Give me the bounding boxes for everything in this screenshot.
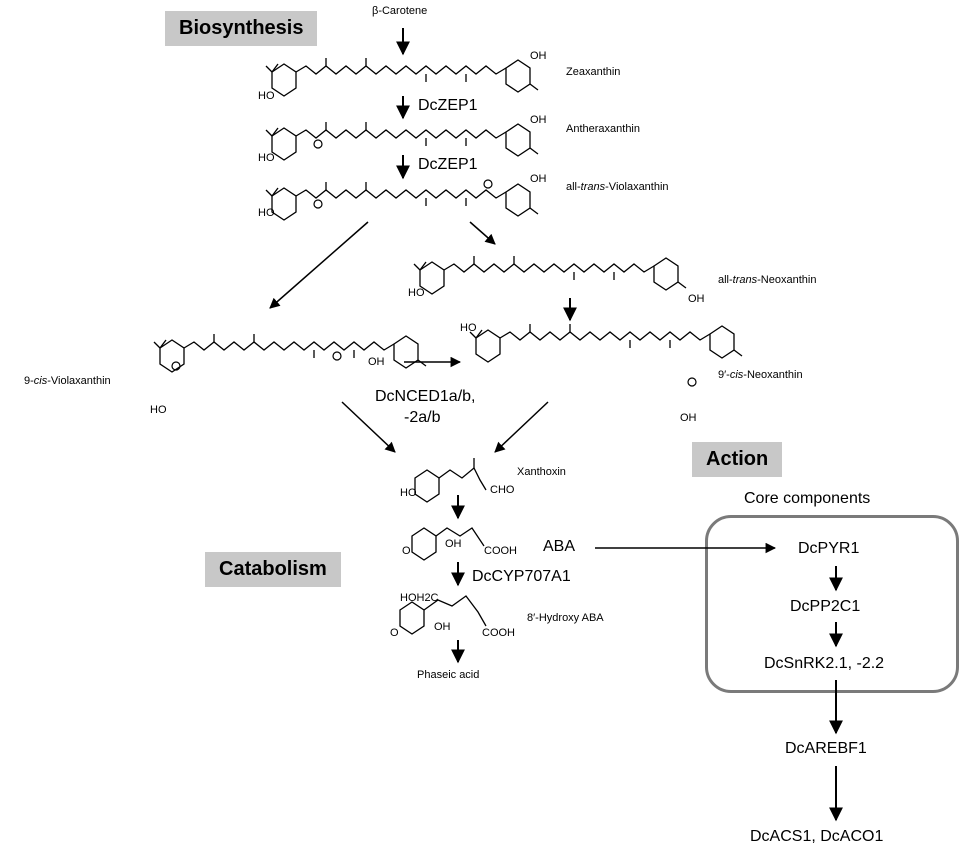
9cis-violaxanthin-ho: HO xyxy=(150,404,167,416)
core-components-title: Core components xyxy=(744,490,871,507)
9prime-neoxanthin-oh: OH xyxy=(680,412,697,424)
beta-carotene-label: β-Carotene xyxy=(372,5,428,17)
aba-cooh: COOH xyxy=(484,545,517,557)
zeaxanthin-oh: OH xyxy=(530,50,547,62)
antheraxanthin-label: Antheraxanthin xyxy=(566,123,640,135)
hydroxy-aba-oh: OH xyxy=(434,621,451,633)
9prime-neoxanthin-structure xyxy=(469,323,743,363)
catabolism-header: Catabolism xyxy=(205,552,341,587)
pp2c-label: DcPP2C1 xyxy=(790,598,861,615)
acs-aco-label: DcACS1, DcACO1 xyxy=(750,828,884,845)
core-components-box xyxy=(705,515,959,693)
violaxanthin-oh: OH xyxy=(530,173,547,185)
9cis-violaxanthin-structure xyxy=(153,333,427,373)
aba-structure xyxy=(411,527,485,561)
pyr-label: DcPYR1 xyxy=(798,540,860,557)
all-trans-violaxanthin-label: all-trans-Violaxanthin xyxy=(566,181,669,193)
enzyme-nced-line1: DcNCED1a/b, xyxy=(375,388,476,405)
antheraxanthin-structure xyxy=(265,121,539,161)
9-cis-violaxanthin-label: 9-cis-Violaxanthin xyxy=(24,375,111,387)
xanthoxin-label: Xanthoxin xyxy=(517,466,566,478)
violaxanthin-ho: HO xyxy=(258,207,275,219)
hydroxy-aba-cooh: COOH xyxy=(482,627,515,639)
antheraxanthin-oh: OH xyxy=(530,114,547,126)
xanthoxin-ho: HO xyxy=(400,487,417,499)
aba-oh: OH xyxy=(445,538,462,550)
hydroxy-aba-o: O xyxy=(390,627,399,639)
9prime-cis-neoxanthin-label: 9′-cis-Neoxanthin xyxy=(718,369,803,381)
neoxanthin-ho: HO xyxy=(408,287,425,299)
violaxanthin-structure xyxy=(265,181,539,221)
arrow-to-9cis-violaxanthin xyxy=(269,221,369,309)
enzyme-zep1-first: DcZEP1 xyxy=(418,97,478,114)
aba-o: O xyxy=(402,545,411,557)
all-trans-neoxanthin-label: all-trans-Neoxanthin xyxy=(718,274,817,286)
9prime-neoxanthin-ho: HO xyxy=(460,322,477,334)
9cis-violaxanthin-oh: OH xyxy=(368,356,385,368)
action-header: Action xyxy=(692,442,783,477)
hydroxy-aba-label: 8′-Hydroxy ABA xyxy=(527,612,604,624)
hydroxy-aba-structure xyxy=(399,595,487,635)
arebf-label: DcAREBF1 xyxy=(785,740,867,757)
zeaxanthin-label: Zeaxanthin xyxy=(566,66,621,78)
arrow-to-neoxanthin xyxy=(469,221,496,245)
enzyme-nced-line2: -2a/b xyxy=(404,409,441,426)
enzyme-zep1-second: DcZEP1 xyxy=(418,156,478,173)
zeaxanthin-structure xyxy=(265,57,539,97)
snrk-label: DcSnRK2.1, -2.2 xyxy=(764,655,885,672)
arrow-neoxanthin-xanthoxin xyxy=(494,401,549,453)
antheraxanthin-ho: HO xyxy=(258,152,275,164)
neoxanthin-structure xyxy=(413,255,687,295)
xanthoxin-cho: CHO xyxy=(490,484,515,496)
xanthoxin-structure xyxy=(414,458,487,503)
enzyme-cyp707a1: DcCYP707A1 xyxy=(472,568,571,585)
hydroxy-aba-hoh2c: HOH2C xyxy=(400,592,439,604)
aba-label: ABA xyxy=(543,538,576,555)
zeaxanthin-ho: HO xyxy=(258,90,275,102)
phaseic-acid-label: Phaseic acid xyxy=(417,669,480,681)
neoxanthin-oh: OH xyxy=(688,293,705,305)
arrow-violaxanthin-xanthoxin xyxy=(341,401,396,453)
biosynthesis-header: Biosynthesis xyxy=(165,11,318,46)
